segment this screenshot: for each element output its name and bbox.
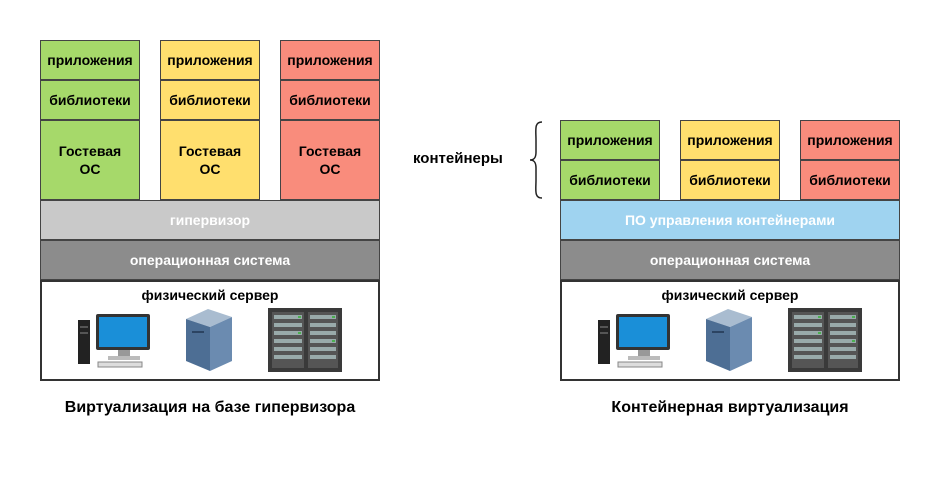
tower-server-icon [706, 309, 752, 371]
vm3-guest-os: Гостевая ОС [280, 120, 380, 200]
vm2-libs: библиотеки [160, 80, 260, 120]
desktop-computer-icon [598, 314, 670, 368]
vm1-apps: приложения [40, 40, 140, 80]
container1-libs: библиотеки [560, 160, 660, 200]
hypervisor-layer: гипервизор [40, 200, 380, 240]
container2-apps: приложения [680, 120, 780, 160]
os-layer: операционная система [40, 240, 380, 280]
vm2-apps: приложения [160, 40, 260, 80]
container1-apps: приложения [560, 120, 660, 160]
hypervisor-caption: Виртуализация на базе гипервизора [64, 399, 356, 416]
vm2-guest-os: Гостевая ОС [160, 120, 260, 200]
vm3-apps: приложения [280, 40, 380, 80]
physical-server-label: физический сервер [141, 287, 279, 303]
container-manager-layer: ПО управления контейнерами [560, 200, 900, 240]
curly-brace-icon [529, 121, 543, 199]
rack-server-icon [268, 308, 342, 372]
vm1-libs: библиотеки [40, 80, 140, 120]
rack-server-icon [788, 308, 862, 372]
containers-label: контейнеры [413, 150, 503, 167]
container3-apps: приложения [800, 120, 900, 160]
container2-libs: библиотеки [680, 160, 780, 200]
container-caption: Контейнерная виртуализация [611, 399, 849, 416]
container-physical-server-label: физический сервер [661, 287, 799, 303]
container-os-layer: операционная система [560, 240, 900, 280]
vm3-libs: библиотеки [280, 80, 380, 120]
tower-server-icon [186, 309, 232, 371]
vm1-guest-os: Гостевая ОС [40, 120, 140, 200]
desktop-computer-icon [78, 314, 150, 368]
container3-libs: библиотеки [800, 160, 900, 200]
